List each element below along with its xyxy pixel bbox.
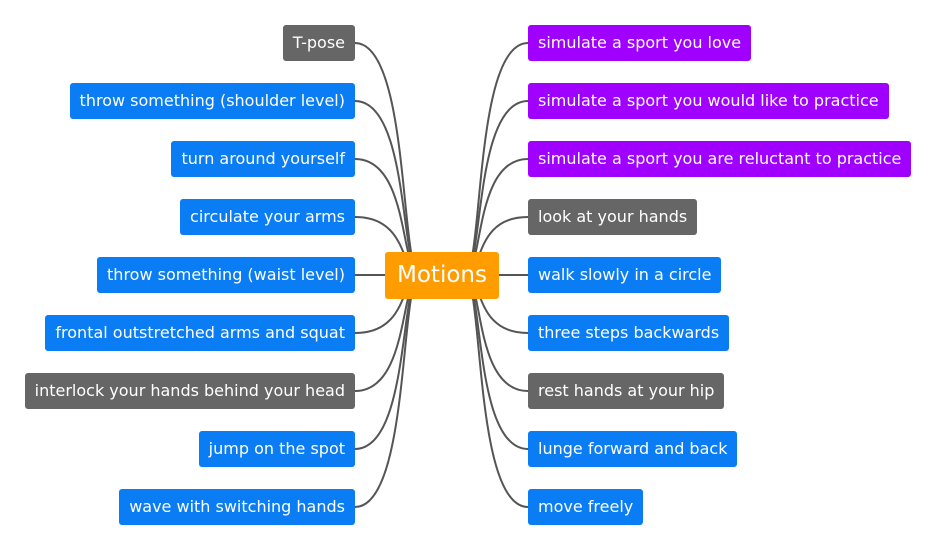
topic-lunge-forward-and-back[interactable]: lunge forward and back: [528, 431, 738, 467]
topic-t-pose[interactable]: T-pose: [282, 25, 355, 61]
topic-turn-around-yourself[interactable]: turn around yourself: [171, 141, 355, 177]
connector-t-pose: [354, 42, 421, 276]
topic-frontal-outstretched-arms-and-squat[interactable]: frontal outstretched arms and squat: [45, 315, 355, 351]
connector-simulate-a-sport-you-love: [463, 42, 529, 276]
topic-jump-on-the-spot[interactable]: jump on the spot: [198, 431, 355, 467]
connector-move-freely: [463, 274, 529, 508]
topic-look-at-your-hands[interactable]: look at your hands: [528, 199, 698, 235]
central-topic-motions[interactable]: Motions: [385, 252, 499, 299]
topic-move-freely[interactable]: move freely: [528, 489, 644, 525]
topic-three-steps-backwards[interactable]: three steps backwards: [528, 315, 730, 351]
connector-wave-with-switching-hands: [354, 274, 421, 508]
connector-simulate-a-sport-you-would-like-to-practice: [463, 100, 529, 276]
topic-simulate-a-sport-you-love[interactable]: simulate a sport you love: [528, 25, 752, 61]
topic-throw-something-shoulder-level[interactable]: throw something (shoulder level): [69, 83, 355, 119]
topic-circulate-your-arms[interactable]: circulate your arms: [180, 199, 355, 235]
topic-rest-hands-at-your-hip[interactable]: rest hands at your hip: [528, 373, 725, 409]
connector-throw-something-shoulder-level: [354, 100, 421, 276]
topic-throw-something-waist-level[interactable]: throw something (waist level): [97, 257, 355, 293]
topic-walk-slowly-in-a-circle[interactable]: walk slowly in a circle: [528, 257, 722, 293]
topic-wave-with-switching-hands[interactable]: wave with switching hands: [119, 489, 355, 525]
topic-simulate-a-sport-you-are-reluctant-to-practice[interactable]: simulate a sport you are reluctant to pr…: [528, 141, 912, 177]
topic-interlock-your-hands-behind-your-head[interactable]: interlock your hands behind your head: [24, 373, 355, 409]
topic-simulate-a-sport-you-would-like-to-practice[interactable]: simulate a sport you would like to pract…: [528, 83, 889, 119]
